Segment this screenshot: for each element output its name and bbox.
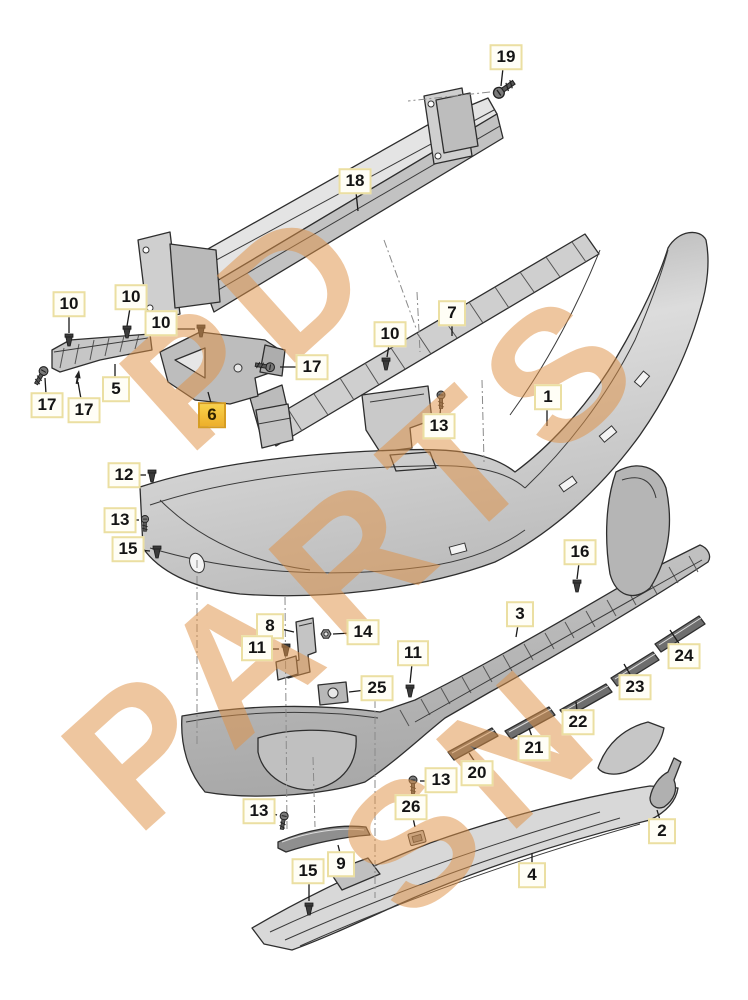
callout-7[interactable]: 7	[438, 300, 466, 326]
part-corner-bracket-small[interactable]	[597, 721, 665, 775]
part-impact-bar[interactable]	[137, 87, 504, 323]
leader-line-10	[386, 344, 390, 358]
callout-15[interactable]: 15	[291, 858, 325, 884]
callout-10[interactable]: 10	[144, 310, 178, 336]
callout-17[interactable]: 17	[30, 392, 64, 418]
leader-line-11	[409, 663, 413, 684]
part-lower-bumper-section[interactable]	[181, 544, 711, 797]
leader-line-23	[623, 663, 632, 677]
callout-25[interactable]: 25	[360, 675, 394, 701]
guide-line	[407, 91, 491, 102]
part-guide-bracket[interactable]	[159, 331, 294, 449]
leader-line-16	[576, 562, 580, 580]
guide-line	[284, 596, 288, 831]
callout-15[interactable]: 15	[111, 536, 145, 562]
callout-17[interactable]: 17	[67, 397, 101, 423]
guide-line	[312, 756, 316, 828]
callout-11[interactable]: 11	[397, 640, 429, 666]
callout-20[interactable]: 20	[460, 760, 494, 786]
callout-24[interactable]: 24	[667, 643, 701, 669]
leader-line-19	[500, 67, 504, 87]
callout-10[interactable]: 10	[52, 291, 86, 317]
guide-line	[416, 291, 421, 353]
leader-line-6	[207, 391, 212, 404]
callout-18[interactable]: 18	[338, 168, 372, 194]
callout-4[interactable]: 4	[518, 862, 546, 888]
callout-10[interactable]: 10	[114, 284, 148, 310]
guide-line	[481, 379, 485, 463]
callout-13[interactable]: 13	[424, 767, 458, 793]
callout-2[interactable]: 2	[648, 818, 676, 844]
callout-10[interactable]: 10	[373, 321, 407, 347]
callout-9[interactable]: 9	[327, 851, 355, 877]
callout-17[interactable]: 17	[295, 354, 329, 380]
callout-1[interactable]: 1	[534, 384, 562, 410]
part-corner-bracket-2[interactable]	[649, 757, 682, 809]
callout-12[interactable]: 12	[107, 462, 141, 488]
part-trim-molding-9[interactable]	[277, 825, 371, 853]
callout-13[interactable]: 13	[103, 507, 137, 533]
part-corner-piece-right[interactable]	[605, 465, 671, 597]
callout-13[interactable]: 13	[422, 413, 456, 439]
part-skid-plate[interactable]	[251, 785, 679, 951]
part-bumper-cover[interactable]	[139, 231, 709, 597]
part-side-bracket-left[interactable]	[51, 333, 153, 373]
callout-19[interactable]: 19	[489, 44, 523, 70]
part-reflector-strip-21[interactable]	[504, 706, 556, 740]
part-mount-bracket-8[interactable]	[275, 617, 317, 681]
part-sensor-holder-25[interactable]	[317, 681, 349, 706]
callout-3[interactable]: 3	[506, 601, 534, 627]
callout-16[interactable]: 16	[563, 539, 597, 565]
callout-leader-lines	[44, 67, 681, 901]
callout-13[interactable]: 13	[242, 798, 276, 824]
callout-26[interactable]: 26	[394, 794, 428, 820]
callout-14[interactable]: 14	[346, 619, 380, 645]
part-reflector-strip-24[interactable]	[654, 615, 706, 653]
callout-23[interactable]: 23	[618, 674, 652, 700]
leader-line-17	[77, 381, 82, 400]
callout-6-selected[interactable]: 6	[198, 402, 226, 428]
part-reflector-strip-20[interactable]	[447, 727, 499, 761]
leader-line-10	[126, 307, 131, 327]
leader-line-18	[355, 191, 359, 212]
callout-21[interactable]: 21	[517, 735, 551, 761]
leader-line-3	[515, 624, 519, 638]
construction-guide-lines	[196, 91, 491, 898]
leader-line-24	[669, 629, 681, 646]
callout-22[interactable]: 22	[561, 709, 595, 735]
callout-11[interactable]: 11	[241, 635, 273, 661]
callout-5[interactable]: 5	[102, 376, 130, 402]
leader-line-17	[44, 377, 47, 395]
